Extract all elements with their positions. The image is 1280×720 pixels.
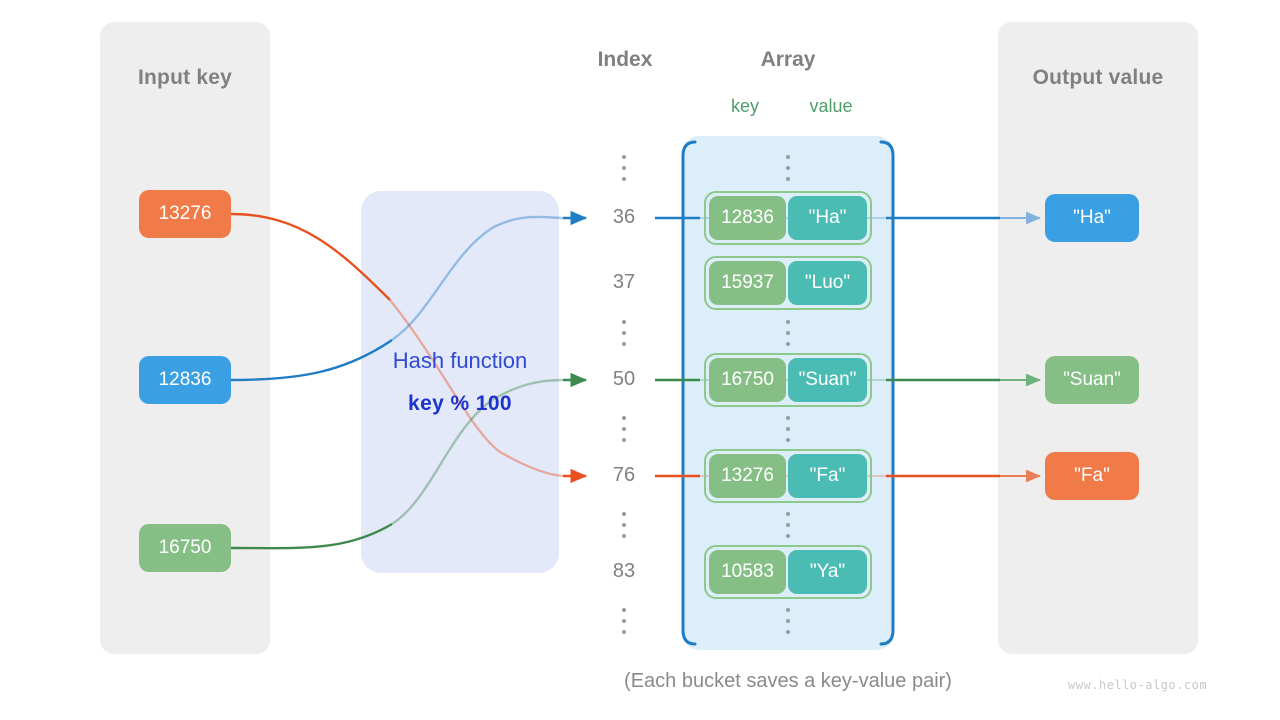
- index-ellipsis-bottom: [614, 608, 634, 634]
- input-key-chip-13276[interactable]: 13276: [139, 190, 231, 238]
- array-ellipsis-top: [778, 155, 798, 181]
- value-sub-header: value: [809, 96, 853, 116]
- array-column-header: Array: [760, 48, 816, 71]
- bucket-value-fa: "Fa": [788, 454, 867, 498]
- index-label-36: 36: [612, 206, 636, 228]
- index-ellipsis-3: [614, 512, 634, 538]
- index-ellipsis-top: [614, 155, 634, 181]
- bucket-row-37[interactable]: 15937 "Luo": [704, 256, 872, 310]
- bucket-key-12836: 12836: [709, 196, 787, 240]
- bucket-value-suan: "Suan": [788, 358, 867, 402]
- output-value-panel-title: Output value: [1032, 66, 1164, 89]
- index-column-header: Index: [597, 48, 653, 71]
- bucket-key-16750: 16750: [709, 358, 787, 402]
- output-value-panel: Output value: [998, 22, 1198, 654]
- index-label-37: 37: [612, 271, 636, 293]
- bucket-value-luo: "Luo": [788, 261, 867, 305]
- array-ellipsis-1: [778, 320, 798, 346]
- index-ellipsis-1: [614, 320, 634, 346]
- index-label-50: 50: [612, 368, 636, 390]
- index-label-83: 83: [612, 560, 636, 582]
- input-key-chip-12836[interactable]: 12836: [139, 356, 231, 404]
- array-ellipsis-3: [778, 512, 798, 538]
- index-label-76: 76: [612, 464, 636, 486]
- output-value-chip-suan[interactable]: "Suan": [1045, 356, 1139, 404]
- bucket-row-50[interactable]: 16750 "Suan": [704, 353, 872, 407]
- bucket-row-36[interactable]: 12836 "Ha": [704, 191, 872, 245]
- output-value-chip-fa[interactable]: "Fa": [1045, 452, 1139, 500]
- input-key-chip-16750[interactable]: 16750: [139, 524, 231, 572]
- bucket-row-76[interactable]: 13276 "Fa": [704, 449, 872, 503]
- bucket-key-13276: 13276: [709, 454, 787, 498]
- input-key-panel-title: Input key: [138, 66, 232, 89]
- hash-function-box: [361, 191, 559, 573]
- index-ellipsis-2: [614, 416, 634, 442]
- diagram-caption: (Each bucket saves a key-value pair): [624, 670, 952, 692]
- bucket-key-10583: 10583: [709, 550, 787, 594]
- bucket-key-15937: 15937: [709, 261, 787, 305]
- bucket-value-ya: "Ya": [788, 550, 867, 594]
- key-sub-header: key: [730, 96, 759, 116]
- site-watermark: www.hello-algo.com: [1068, 678, 1208, 692]
- bucket-value-ha: "Ha": [788, 196, 867, 240]
- array-ellipsis-2: [778, 416, 798, 442]
- bucket-row-83[interactable]: 10583 "Ya": [704, 545, 872, 599]
- output-value-chip-ha[interactable]: "Ha": [1045, 194, 1139, 242]
- array-ellipsis-bottom: [778, 608, 798, 634]
